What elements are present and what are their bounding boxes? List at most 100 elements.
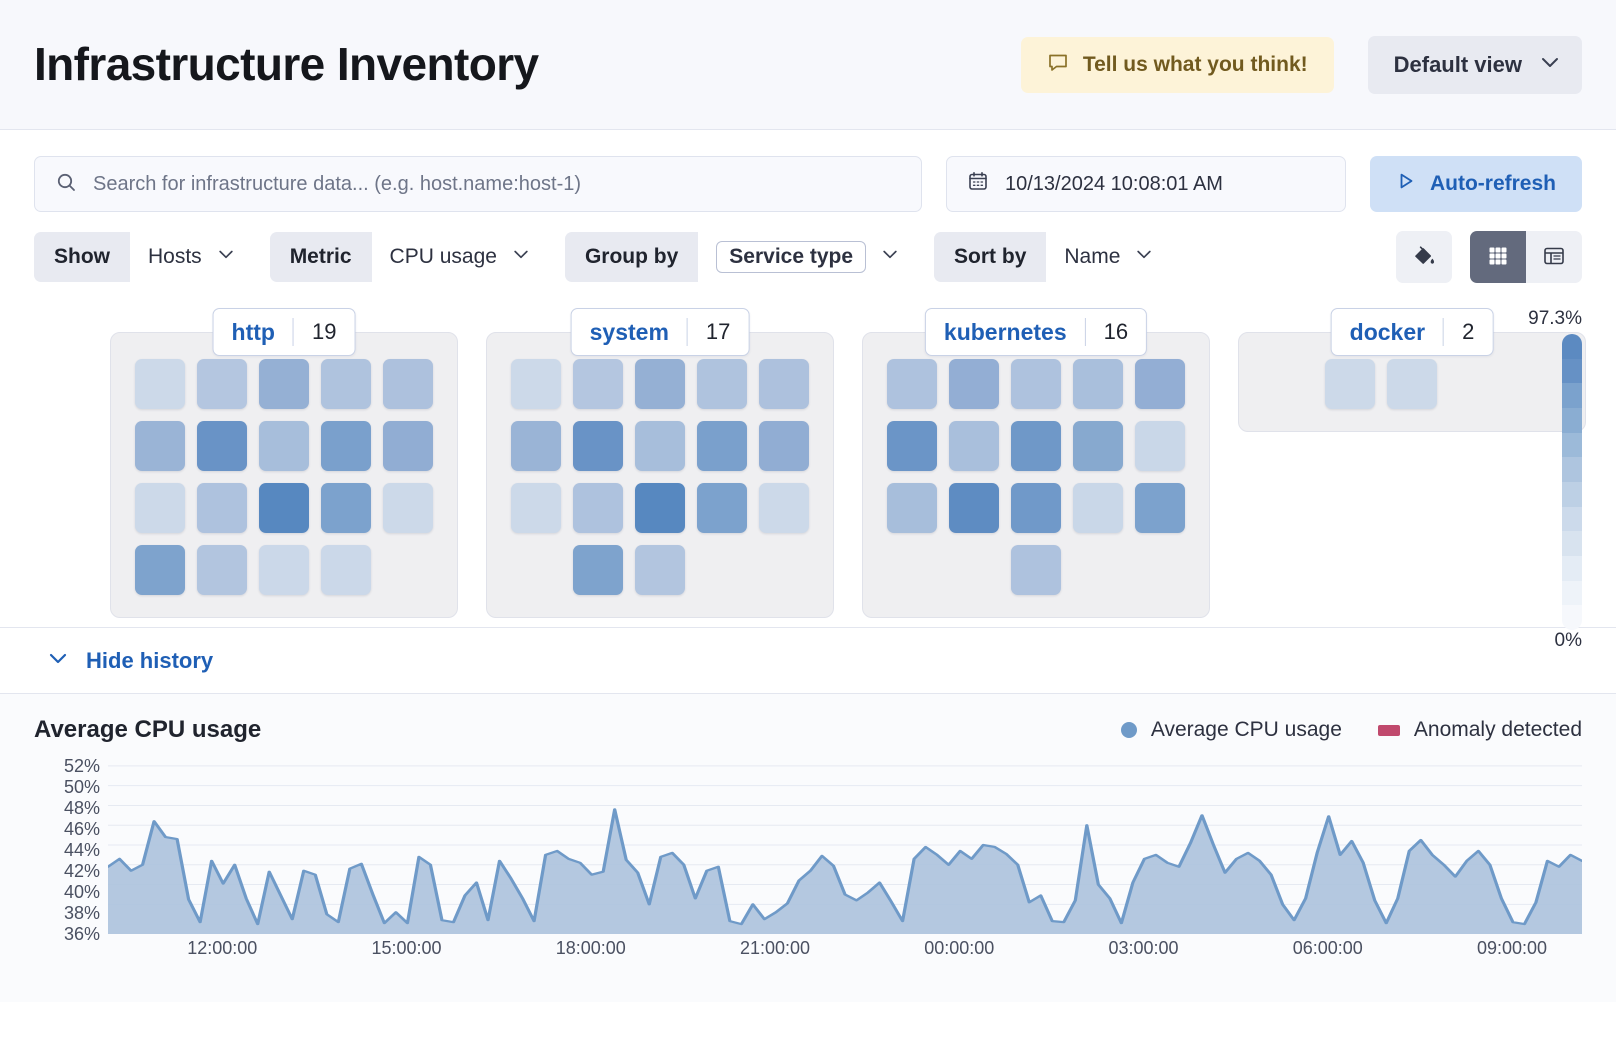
history-chart-panel: Average CPU usage Average CPU usage Anom… xyxy=(0,694,1616,1002)
feedback-button[interactable]: Tell us what you think! xyxy=(1020,36,1334,93)
host-tile[interactable] xyxy=(1073,483,1123,533)
host-tile[interactable] xyxy=(573,483,623,533)
filter-metric: Metric CPU usage xyxy=(269,232,549,282)
host-tile[interactable] xyxy=(511,359,561,409)
color-legend-stop xyxy=(1562,531,1582,557)
host-tile[interactable] xyxy=(259,359,309,409)
host-tile[interactable] xyxy=(135,483,185,533)
legend-label: Anomaly detected xyxy=(1413,718,1582,741)
host-tile[interactable] xyxy=(887,359,937,409)
host-tile[interactable] xyxy=(1011,483,1061,533)
host-tile[interactable] xyxy=(887,483,937,533)
host-tile[interactable] xyxy=(197,483,247,533)
header-actions: Tell us what you think! Default view xyxy=(1020,35,1582,94)
host-tile-grid xyxy=(135,359,433,595)
host-tile[interactable] xyxy=(321,359,371,409)
host-tile[interactable] xyxy=(383,483,433,533)
chevron-down-icon xyxy=(46,646,70,676)
host-tile[interactable] xyxy=(1011,421,1061,471)
filter-metric-value: CPU usage xyxy=(389,245,497,268)
host-tile[interactable] xyxy=(259,545,309,595)
host-tile[interactable] xyxy=(135,359,185,409)
host-tile[interactable] xyxy=(511,421,561,471)
host-tile[interactable] xyxy=(697,421,747,471)
host-tile[interactable] xyxy=(573,545,623,595)
host-tile[interactable] xyxy=(573,359,623,409)
view-selector-button[interactable]: Default view xyxy=(1367,35,1582,94)
chart-header: Average CPU usage Average CPU usage Anom… xyxy=(34,716,1582,744)
host-tile[interactable] xyxy=(197,421,247,471)
divider xyxy=(1443,318,1445,346)
host-tile[interactable] xyxy=(321,545,371,595)
date-picker[interactable]: 10/13/2024 10:08:01 AM xyxy=(945,156,1346,212)
host-tile[interactable] xyxy=(511,483,561,533)
host-tile[interactable] xyxy=(1073,359,1123,409)
host-tile[interactable] xyxy=(135,421,185,471)
hide-history-button[interactable]: Hide history xyxy=(46,646,213,676)
host-tile[interactable] xyxy=(383,359,433,409)
x-tick-label: 03:00:00 xyxy=(1108,938,1179,958)
group-name: docker xyxy=(1349,318,1426,345)
host-tile[interactable] xyxy=(949,483,999,533)
table-view-button[interactable] xyxy=(1526,231,1582,283)
host-tile[interactable] xyxy=(573,421,623,471)
host-tile[interactable] xyxy=(383,421,433,471)
host-tile[interactable] xyxy=(1135,359,1185,409)
host-tile[interactable] xyxy=(697,483,747,533)
chart-svg xyxy=(108,756,1582,934)
host-tile[interactable] xyxy=(321,421,371,471)
host-tile[interactable] xyxy=(1325,359,1375,409)
host-tile[interactable] xyxy=(635,421,685,471)
host-tile[interactable] xyxy=(259,483,309,533)
filter-sort-by-select[interactable]: Name xyxy=(1046,232,1173,282)
host-tile[interactable] xyxy=(949,359,999,409)
host-tile[interactable] xyxy=(759,421,809,471)
search-box[interactable] xyxy=(34,156,922,212)
host-tile[interactable] xyxy=(949,421,999,471)
legend-item-anomaly-detected[interactable]: Anomaly detected xyxy=(1377,718,1582,742)
host-tile-grid xyxy=(887,359,1185,595)
host-tile[interactable] xyxy=(635,545,685,595)
host-tile[interactable] xyxy=(635,483,685,533)
legend-color-button[interactable] xyxy=(1396,231,1452,283)
host-tile[interactable] xyxy=(697,359,747,409)
grid-view-button[interactable] xyxy=(1470,231,1526,283)
view-controls xyxy=(1396,231,1582,283)
y-tick-label: 40% xyxy=(63,882,100,902)
legend-item-average-cpu-usage[interactable]: Average CPU usage xyxy=(1120,718,1342,742)
host-tile[interactable] xyxy=(1387,359,1437,409)
host-tile[interactable] xyxy=(759,359,809,409)
host-tile[interactable] xyxy=(197,359,247,409)
filter-group-by-select[interactable]: Service type xyxy=(698,232,919,282)
search-input[interactable] xyxy=(93,172,901,196)
host-tile[interactable] xyxy=(1135,421,1185,471)
host-tile[interactable] xyxy=(887,421,937,471)
filter-metric-select[interactable]: CPU usage xyxy=(371,232,549,282)
host-tile[interactable] xyxy=(1011,545,1061,595)
host-tile[interactable] xyxy=(135,545,185,595)
color-legend-stop xyxy=(1562,408,1582,433)
host-tile[interactable] xyxy=(1135,483,1185,533)
divider xyxy=(686,318,688,346)
color-legend-stop xyxy=(1562,556,1582,581)
host-tile[interactable] xyxy=(259,421,309,471)
color-legend-min: 0% xyxy=(1554,630,1582,651)
host-tile[interactable] xyxy=(321,483,371,533)
host-tile[interactable] xyxy=(635,359,685,409)
chart-plot[interactable] xyxy=(108,756,1582,934)
host-tile-grid xyxy=(1263,359,1561,409)
host-tile[interactable] xyxy=(197,545,247,595)
feedback-button-label: Tell us what you think! xyxy=(1082,52,1308,76)
auto-refresh-button[interactable]: Auto-refresh xyxy=(1369,156,1582,212)
filter-show-select[interactable]: Hosts xyxy=(130,232,254,282)
host-tile[interactable] xyxy=(1011,359,1061,409)
host-tile[interactable] xyxy=(759,483,809,533)
host-tile[interactable] xyxy=(1073,421,1123,471)
